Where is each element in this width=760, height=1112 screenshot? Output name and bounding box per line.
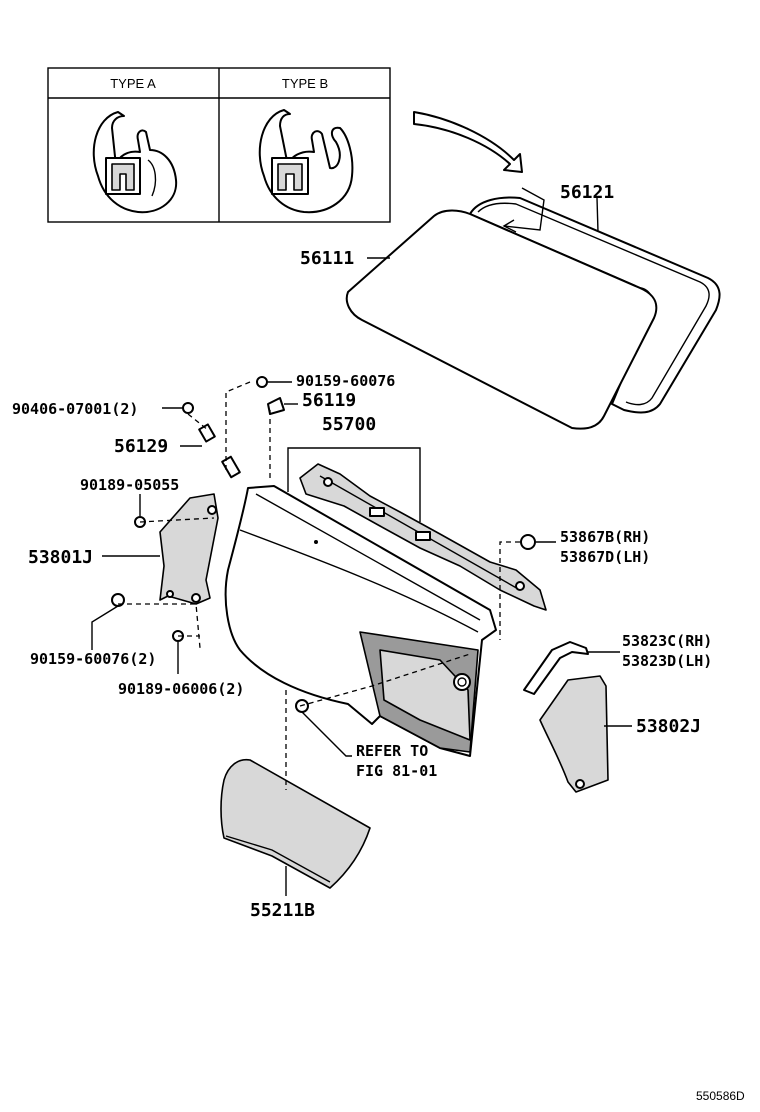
label-53867b: 53867B(RH) (560, 528, 650, 546)
bracket-55700 (287, 447, 421, 522)
back-glass-56111 (345, 209, 658, 430)
type-table: TYPE A TYPE B (47, 67, 391, 223)
label-90189-06006: 90189-06006(2) (118, 680, 244, 698)
type-b-weatherstrip-section (258, 109, 354, 214)
label-56111: 56111 (300, 248, 354, 269)
label-56121: 56121 (560, 182, 614, 203)
label-53823d: 53823D(LH) (622, 652, 712, 670)
clip-56119 (267, 397, 285, 415)
type-b-header: TYPE B (282, 76, 328, 91)
side-garnish-53801j (159, 493, 219, 605)
dashed-guides (118, 381, 520, 790)
bolt-90406 (182, 402, 194, 414)
label-90406-07001: 90406-07001(2) (12, 400, 138, 418)
type-a-header: TYPE A (110, 76, 156, 91)
type-a-weatherstrip-section (92, 111, 178, 214)
side-garnish-53802j (539, 675, 609, 793)
label-56119: 56119 (302, 390, 356, 411)
label-53867d: 53867D(LH) (560, 548, 650, 566)
clip-90159-top (256, 376, 268, 388)
label-53823c: 53823C(RH) (622, 632, 712, 650)
label-53802j: 53802J (636, 716, 701, 737)
label-56129: 56129 (114, 436, 168, 457)
back-door-panel (224, 485, 497, 757)
lower-garnish-55211b (220, 758, 371, 889)
install-direction-arrow (413, 111, 523, 173)
clip-53867 (520, 534, 536, 550)
strip-arrow (503, 187, 545, 231)
leader-lines (91, 381, 556, 757)
upper-garnish-55700 (299, 463, 547, 611)
label-refer-to: REFER TO (356, 742, 428, 760)
label-fig-81-01: FIG 81-01 (356, 762, 437, 780)
bracket-53823 (523, 641, 589, 695)
label-90189-05055: 90189-05055 (80, 476, 179, 494)
label-90159-60076-top: 90159-60076 (296, 372, 395, 390)
stay-56129 (198, 423, 216, 443)
figure-id: 550586D (696, 1089, 745, 1103)
label-90159-60076-2: 90159-60076(2) (30, 650, 156, 668)
label-55211b: 55211B (250, 900, 315, 921)
label-53801j: 53801J (28, 547, 93, 568)
label-55700: 55700 (322, 414, 376, 435)
